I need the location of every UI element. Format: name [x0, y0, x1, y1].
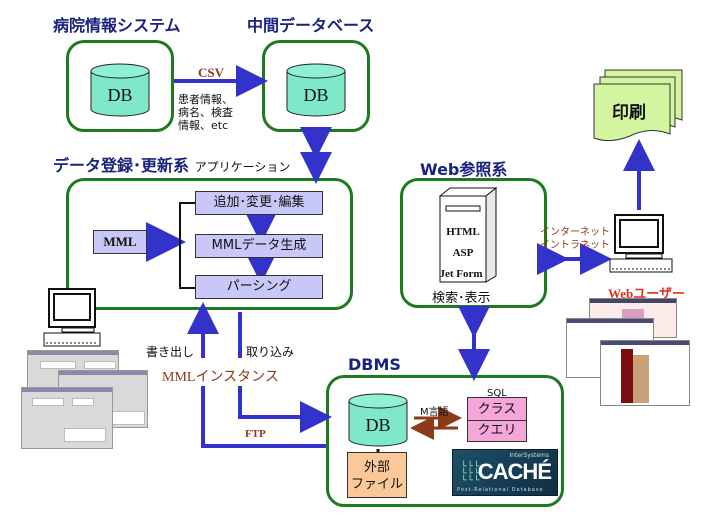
- db-label: DB: [107, 85, 133, 105]
- hospital-system-title: 病院情報システム: [53, 16, 181, 35]
- hospital-system-box: [66, 40, 174, 132]
- external-file-line: ファイル: [350, 477, 403, 492]
- web-screenshot-3: [600, 340, 690, 406]
- network-label: インターネット イントラネット: [540, 226, 610, 252]
- cache-brand: InterSystems: [509, 452, 549, 459]
- cache-decoration: └└└└└└└└└: [461, 462, 481, 486]
- print-label: 印刷: [612, 103, 646, 123]
- step-mml-generate: MMLデータ生成: [195, 234, 323, 258]
- sql-label: SQL: [487, 388, 507, 399]
- app-screenshot-3: [21, 387, 113, 449]
- workstation-computer-icon: [43, 288, 101, 347]
- csv-detail-line: 患者情報、: [178, 93, 233, 106]
- server-item-asp: ASP: [452, 247, 474, 259]
- web-reference-title: Web参照系: [420, 160, 508, 179]
- csv-details: 患者情報、 病名、検査 情報、etc: [178, 93, 233, 132]
- intranet-label: イントラネット: [540, 240, 610, 251]
- dbms-box: [326, 375, 564, 507]
- external-file-line: 外部: [363, 460, 390, 475]
- web-server-icon: [438, 186, 498, 283]
- import-arrow: [238, 386, 332, 433]
- cache-logo: InterSystems └└└└└└└└└ CACHÉ Post-Relati…: [452, 449, 558, 496]
- internet-label: インターネット: [540, 227, 610, 238]
- server-item-html: HTML: [446, 226, 480, 238]
- class-box: クラス: [467, 397, 527, 421]
- mml-instance-label: MMLインスタンス: [162, 370, 279, 385]
- search-display-label: 検索･表示: [432, 291, 491, 306]
- csv-detail-line: 情報、etc: [178, 119, 229, 132]
- step-parsing: パーシング: [195, 275, 323, 299]
- external-file-box: 外部 ファイル: [347, 452, 407, 498]
- cache-tagline: Post-Relational Database: [457, 487, 544, 493]
- web-user-label: Webユーザー: [608, 286, 686, 301]
- dbms-title: DBMS: [348, 355, 401, 374]
- db-label: DB: [303, 85, 329, 105]
- print-icon: [593, 69, 683, 142]
- ftp-line: [201, 386, 326, 448]
- mml-box: MML: [93, 230, 147, 254]
- data-registration-label: データ登録･更新系: [53, 156, 190, 175]
- dbms-db-icon: DB: [347, 393, 409, 449]
- import-label: 取り込み: [246, 345, 295, 359]
- data-registration-title: データ登録･更新系 アプリケーション: [53, 152, 290, 176]
- hospital-db-icon: DB: [89, 63, 151, 119]
- step-edit: 追加･変更･編集: [195, 191, 323, 215]
- csv-detail-line: 病名、検査: [178, 106, 233, 119]
- application-label: アプリケーション: [194, 160, 291, 174]
- server-item-jetform: Jet Form: [439, 268, 483, 280]
- intermediate-db-icon: DB: [285, 63, 347, 119]
- intermediate-db-title: 中間データベース: [247, 16, 375, 35]
- query-box: クエリ: [467, 420, 527, 442]
- steps-bracket: [179, 202, 195, 289]
- web-server-items: HTML ASP Jet Form: [439, 222, 486, 285]
- db-label: DB: [365, 415, 391, 435]
- ftp-label: FTP: [245, 428, 266, 440]
- cache-name: CACHÉ: [477, 459, 552, 484]
- m-language-label: M言語: [420, 407, 449, 418]
- csv-label: CSV: [198, 65, 225, 80]
- web-user-computer-icon: [609, 214, 673, 273]
- export-label: 書き出し: [146, 345, 195, 359]
